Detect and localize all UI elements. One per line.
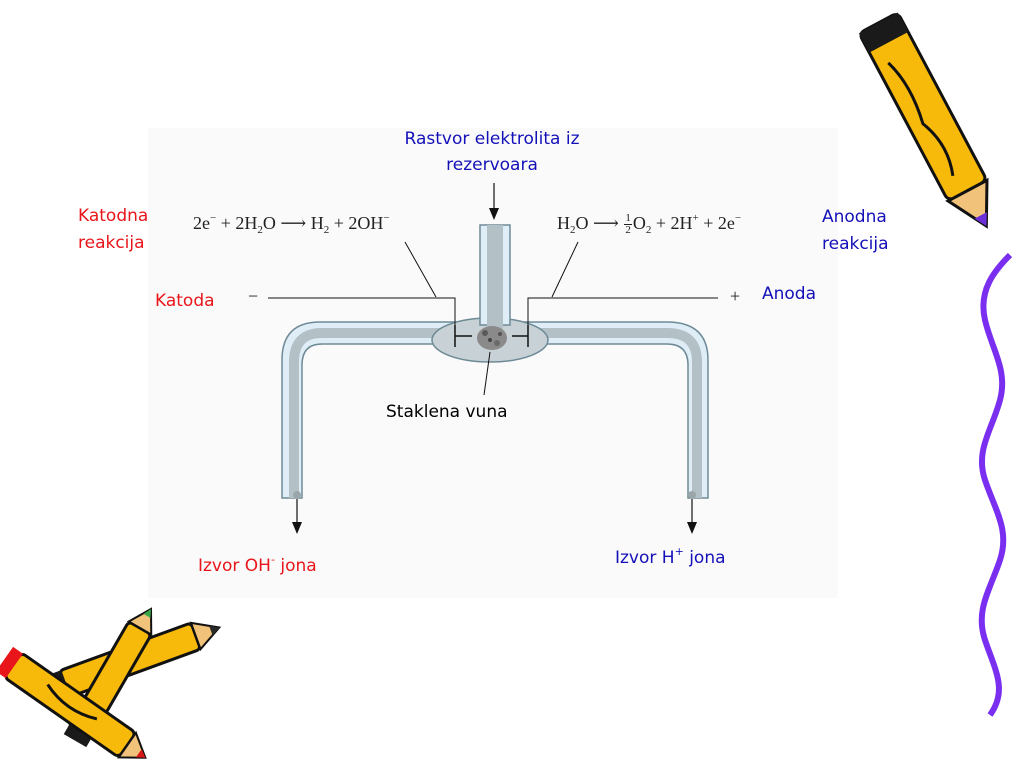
- glass-wool-leader: [483, 351, 491, 396]
- glass-wool-label: Staklena vuna: [386, 402, 508, 422]
- anode-electrode: [512, 325, 529, 347]
- reservoir-label-line1: Rastvor elektrolita iz: [404, 129, 580, 149]
- right-outlet-drop: [688, 491, 696, 499]
- left-outlet-arrow-head: [292, 522, 302, 534]
- pencils-icon-bottom-left: [0, 607, 222, 759]
- h-ion-source-label: Izvor H+ jona: [615, 545, 726, 568]
- cathode-wire: [268, 297, 456, 325]
- reaction-arrow-icon: ⟶: [280, 213, 307, 233]
- anode-terminal-sign: +: [730, 286, 741, 306]
- reservoir-label-line2: rezervoara: [446, 155, 538, 175]
- cathode-reaction-label-line1: Katodna: [78, 206, 149, 226]
- figure-background: [148, 128, 838, 598]
- reaction-arrow-icon: ⟶: [593, 213, 619, 233]
- anode-wire: [527, 297, 718, 325]
- anode-reaction-label-line2: reakcija: [822, 234, 889, 254]
- left-outlet-drop: [293, 491, 301, 499]
- cathode-terminal-sign: −: [248, 286, 259, 306]
- right-outlet-arrow-head: [687, 522, 697, 534]
- pencil-icon-top-right: [858, 12, 989, 229]
- cathode-label: Katoda: [155, 291, 215, 311]
- glass-wool: [477, 326, 507, 350]
- cathode-equation: 2e− + 2H2O ⟶ H2 + 2OH−: [193, 212, 390, 236]
- oh-ion-source-label: Izvor OH- jona: [198, 553, 317, 576]
- reservoir-tube-inner: [487, 225, 503, 335]
- cathode-reaction-label-line2: reakcija: [78, 233, 145, 253]
- reservoir-arrow-head: [489, 208, 499, 220]
- anode-reaction-leader: [551, 241, 579, 298]
- anode-reaction-label-line1: Anodna: [822, 207, 887, 227]
- anode-label: Anoda: [762, 284, 817, 304]
- wavy-border-right: [978, 252, 1013, 717]
- cathode-electrode: [454, 325, 472, 347]
- cathode-reaction-leader: [404, 241, 437, 298]
